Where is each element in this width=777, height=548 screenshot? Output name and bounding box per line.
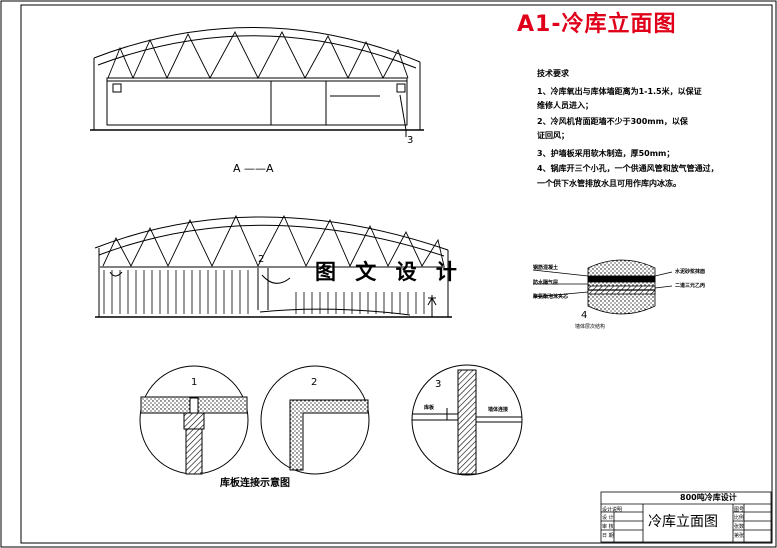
title-block-cell: 审 核 — [602, 524, 614, 530]
wall-layer-label: 聚氨酯泡沫夹芯 — [533, 294, 569, 300]
wall-layer-label: 防水隔气层 — [533, 280, 559, 286]
title-block-drawing-name: 冷库立面图 — [648, 514, 718, 530]
title-block-cell: 图号 — [734, 507, 745, 513]
detail-number: 4 — [581, 310, 588, 321]
detail-number: 3 — [407, 135, 414, 146]
detail-number: 1 — [191, 377, 198, 388]
requirement-line: 一个供下水管排放水且可用作库内冰冻。 — [537, 179, 681, 188]
joint-detail-3 — [411, 364, 523, 476]
requirement-line: 4、锅库开三个小孔，一个供通风管和放气管通过， — [537, 164, 719, 173]
wall-caption: 墙体层次结构 — [575, 324, 606, 330]
watermark-text: 图 文 设 计 — [315, 260, 463, 284]
requirement-line: 维修人员进入； — [537, 101, 593, 110]
title-block-cell: 张数 — [734, 524, 745, 530]
wall-layer-detail — [532, 259, 673, 315]
drawing-title: A1-冷库立面图 — [517, 12, 677, 37]
requirement-line: 1、冷库氧出与库体墙距离为1-1.5米，以保证 — [537, 87, 702, 96]
title-block-cell: 日 期 — [602, 533, 614, 539]
detail-number: 3 — [435, 379, 442, 390]
elevation-wall-panels — [103, 270, 425, 314]
title-block-cell: 第张 — [734, 533, 745, 539]
joint-caption: 库板连接示意图 — [220, 478, 290, 489]
detail-number: 2 — [311, 377, 318, 388]
wall-layer-label: 水泥砂浆抹面 — [675, 269, 706, 275]
title-block-cell: 比例 — [734, 515, 745, 521]
requirement-line: 2、冷风机背面距墙不少于300mm，以保 — [537, 117, 688, 126]
inner-frame — [20, 4, 773, 544]
detail3-label: 库板 — [424, 405, 435, 411]
joint-detail-2 — [260, 365, 370, 475]
detail3-label: 墙体连接 — [488, 407, 509, 413]
section-label: A ——A — [233, 162, 274, 175]
title-block-project: 800吨冷库设计 — [680, 493, 737, 502]
requirement-line: 3、护墙板采用软木制造，厚50mm； — [537, 149, 675, 158]
joint-detail-1 — [139, 365, 249, 475]
wall-layer-label: 钢筋混凝土 — [533, 265, 559, 271]
title-block-frame — [600, 491, 772, 543]
section-a-a — [90, 26, 424, 137]
title-block-cell: 设 计 — [602, 515, 614, 521]
title-block-cell: 设计说明 — [602, 507, 623, 513]
wall-layer-label: 二道三元乙丙 — [675, 283, 706, 289]
requirement-line: 证回风； — [537, 131, 569, 140]
detail-number: 2 — [258, 254, 265, 265]
requirements-heading: 技术要求 — [537, 69, 569, 78]
